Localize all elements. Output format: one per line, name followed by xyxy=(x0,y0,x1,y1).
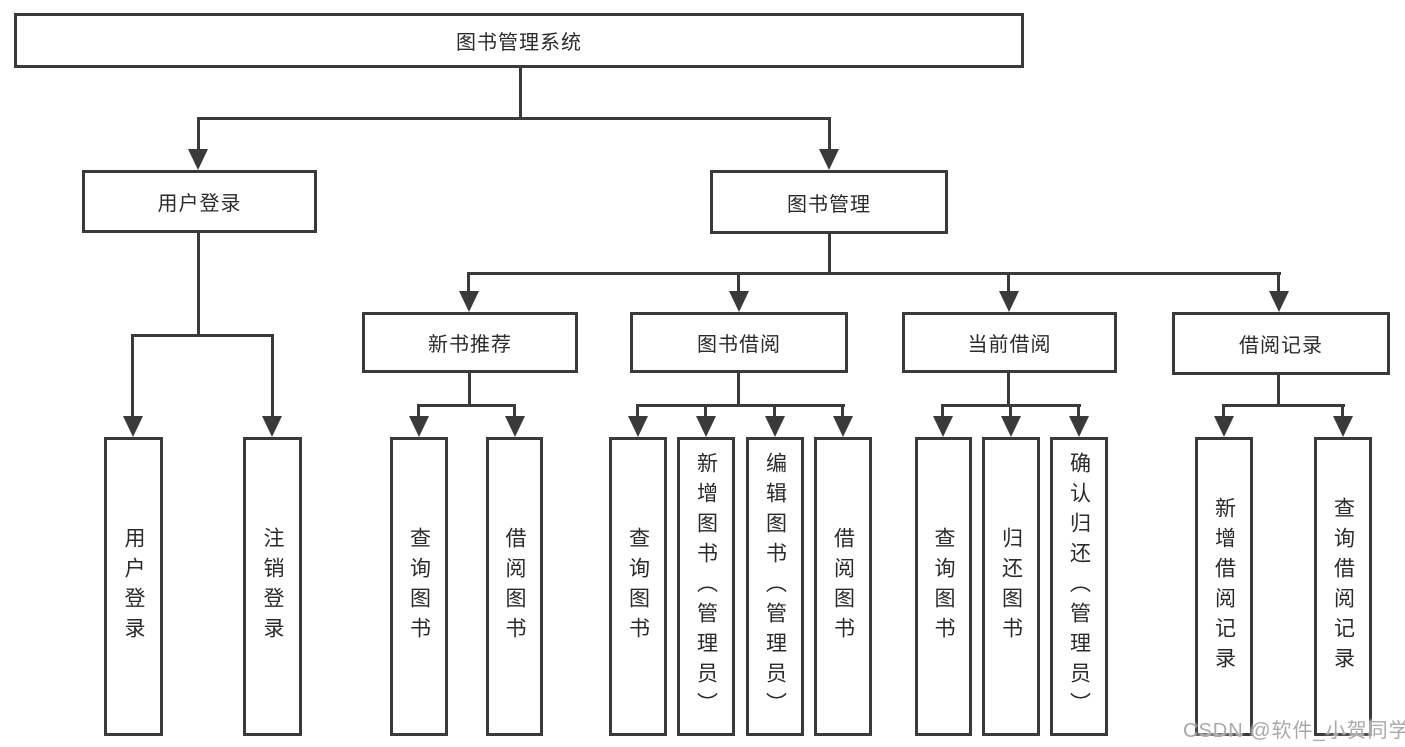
leaf-borrow-books-recommend: 借阅图书 xyxy=(486,437,543,736)
node-current-borrow: 当前借阅 xyxy=(902,312,1117,373)
leaf-return-book: 归还图书 xyxy=(982,437,1040,736)
connector-drop-book-management xyxy=(828,118,831,152)
connector-drop-leaf xyxy=(773,406,776,417)
node-new-book-recommend: 新书推荐 xyxy=(362,312,578,373)
leaf-confirm-return-admin: 确认归还（管理员） xyxy=(1050,437,1108,736)
arrow-down-icon xyxy=(505,416,525,437)
leaf-logout: 注销登录 xyxy=(243,437,302,736)
node-user-login: 用户登录 xyxy=(82,170,317,233)
connector-level2-splitter xyxy=(197,117,831,120)
connector-drop-leaf xyxy=(271,336,274,417)
node-book-borrow: 图书借阅 xyxy=(630,312,848,373)
connector-root-stem xyxy=(519,68,522,118)
arrow-down-icon xyxy=(1001,416,1021,437)
connector-drop-current-borrow xyxy=(1007,274,1010,292)
connector-drop-leaf xyxy=(1341,406,1344,417)
connector-drop-user-login xyxy=(197,118,200,152)
leaf-user-login: 用户登录 xyxy=(104,437,163,736)
leaf-edit-book-admin: 编辑图书（管理员） xyxy=(746,437,804,736)
connector-drop-leaf xyxy=(1009,406,1012,417)
connector-drop-leaf xyxy=(841,406,844,417)
arrow-down-icon xyxy=(1214,416,1234,437)
arrow-down-icon xyxy=(696,416,716,437)
connector-borrow-records-stem xyxy=(1277,373,1280,406)
arrow-down-icon xyxy=(1269,291,1289,312)
arrow-down-icon xyxy=(999,291,1019,312)
connector-drop-new-book xyxy=(467,274,470,292)
arrow-down-icon xyxy=(409,416,429,437)
connector-level3-splitter xyxy=(467,272,1281,275)
connector-new-book-stem xyxy=(468,373,471,406)
leaf-borrow-books: 借阅图书 xyxy=(814,437,872,736)
connector-borrow-records-splitter xyxy=(1222,404,1345,407)
node-library-management-system: 图书管理系统 xyxy=(14,13,1024,68)
connector-user-login-splitter xyxy=(131,334,274,337)
leaf-query-borrow-record: 查询借阅记录 xyxy=(1314,437,1372,736)
leaf-query-books-recommend: 查询图书 xyxy=(390,437,448,736)
arrow-down-icon xyxy=(819,149,839,170)
leaf-add-book-admin: 新增图书（管理员） xyxy=(677,437,735,736)
connector-drop-leaf xyxy=(941,406,944,417)
connector-new-book-splitter xyxy=(417,404,516,407)
connector-drop-leaf xyxy=(636,406,639,417)
arrow-down-icon xyxy=(1333,416,1353,437)
node-borrow-records: 借阅记录 xyxy=(1172,312,1390,375)
connector-drop-leaf xyxy=(417,406,420,417)
leaf-query-books-borrow: 查询图书 xyxy=(609,437,667,736)
connector-current-borrow-splitter xyxy=(941,404,1081,407)
arrow-down-icon xyxy=(262,416,282,437)
connector-drop-leaf xyxy=(131,336,134,417)
arrow-down-icon xyxy=(765,416,785,437)
arrow-down-icon xyxy=(833,416,853,437)
connector-book-borrow-stem xyxy=(737,373,740,406)
connector-book-management-stem xyxy=(828,234,831,274)
connector-book-borrow-splitter xyxy=(636,404,845,407)
arrow-down-icon xyxy=(628,416,648,437)
arrow-down-icon xyxy=(933,416,953,437)
arrow-down-icon xyxy=(188,149,208,170)
csdn-watermark: CSDN @软件_小贺同学 xyxy=(1183,720,1405,742)
leaf-add-borrow-record: 新增借阅记录 xyxy=(1195,437,1253,736)
connector-drop-leaf xyxy=(704,406,707,417)
node-book-management: 图书管理 xyxy=(710,170,948,234)
connector-drop-borrow-records xyxy=(1277,274,1280,292)
arrow-down-icon xyxy=(123,416,143,437)
connector-current-borrow-stem xyxy=(1007,373,1010,406)
arrow-down-icon xyxy=(1069,416,1089,437)
connector-drop-leaf xyxy=(513,406,516,417)
connector-user-login-stem xyxy=(197,232,200,336)
connector-drop-leaf xyxy=(1077,406,1080,417)
connector-drop-book-borrow xyxy=(737,274,740,292)
connector-drop-leaf xyxy=(1222,406,1225,417)
leaf-query-books-current: 查询图书 xyxy=(915,437,972,736)
arrow-down-icon xyxy=(459,291,479,312)
arrow-down-icon xyxy=(729,291,749,312)
